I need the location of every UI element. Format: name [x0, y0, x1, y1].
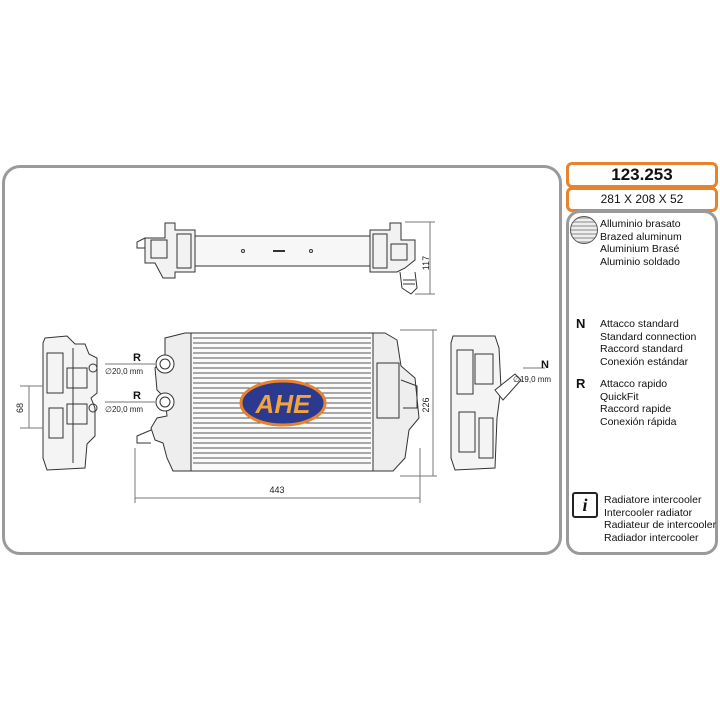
port-r1-diameter: ∅20,0 mm: [105, 367, 143, 376]
front-view: [105, 329, 437, 503]
port-n-letter: N: [541, 359, 549, 371]
info-line: Intercooler radiator: [604, 506, 693, 519]
connection-line: Attacco standard: [600, 318, 679, 330]
port-r2-diameter: ∅20,0 mm: [105, 405, 143, 414]
material-line: Aluminium Brasé: [600, 243, 680, 255]
left-side-view: [20, 335, 98, 471]
material-line: Alluminio brasato: [600, 218, 681, 230]
connection-n-text: Attacco standard Standard connection Rac…: [600, 318, 696, 368]
material-line: Brazed aluminum: [600, 230, 682, 243]
info-text: Radiatore intercooler Intercooler radiat…: [604, 494, 716, 544]
top-view: [136, 221, 435, 295]
logo-text: AHE: [255, 389, 312, 419]
info-line: Radiatore intercooler: [604, 494, 702, 506]
port-r1-letter: R: [133, 352, 141, 364]
info-line: Radiateur de intercooler: [604, 519, 717, 531]
material-line: Aluminio soldado: [600, 255, 680, 268]
technical-drawing: AHE 117 443 226 68 R ∅20,0 mm R ∅20,0 mm…: [15, 221, 551, 503]
dim-top-height: 117: [421, 256, 431, 270]
info-icon: i: [572, 492, 598, 518]
connection-line: QuickFit: [600, 390, 639, 403]
info-line: Radiador intercooler: [604, 531, 699, 544]
connection-r-letter: R: [576, 376, 586, 391]
connection-line: Conexión estándar: [600, 355, 689, 368]
connection-line: Conexión rápida: [600, 415, 677, 428]
connection-r-text: Attacco rapido QuickFit Raccord rapide C…: [600, 378, 676, 428]
connection-n-letter: N: [576, 316, 586, 331]
right-side-view: [450, 335, 545, 471]
connection-line: Standard connection: [600, 330, 697, 343]
connection-line: Raccord standard: [600, 343, 683, 355]
material-text: Alluminio brasato Brazed aluminum Alumin…: [600, 218, 682, 268]
specification-panel: [566, 210, 718, 555]
technical-drawing-panel: AHE 117 443 226 68 R ∅20,0 mm R ∅20,0 mm…: [2, 165, 562, 555]
connection-line: Raccord rapide: [600, 403, 672, 415]
brazed-aluminum-swatch-icon: [570, 216, 598, 244]
dim-height: 226: [421, 397, 431, 412]
port-r2-letter: R: [133, 390, 141, 402]
connection-line: Attacco rapido: [600, 378, 668, 390]
part-number: 123.253: [566, 162, 718, 188]
overall-dimensions: 281 X 208 X 52: [566, 187, 718, 212]
dim-width: 443: [269, 485, 284, 495]
port-n-diameter: ∅19,0 mm: [513, 375, 551, 384]
ahe-logo: AHE: [239, 379, 327, 427]
dim-side: 68: [15, 403, 25, 413]
